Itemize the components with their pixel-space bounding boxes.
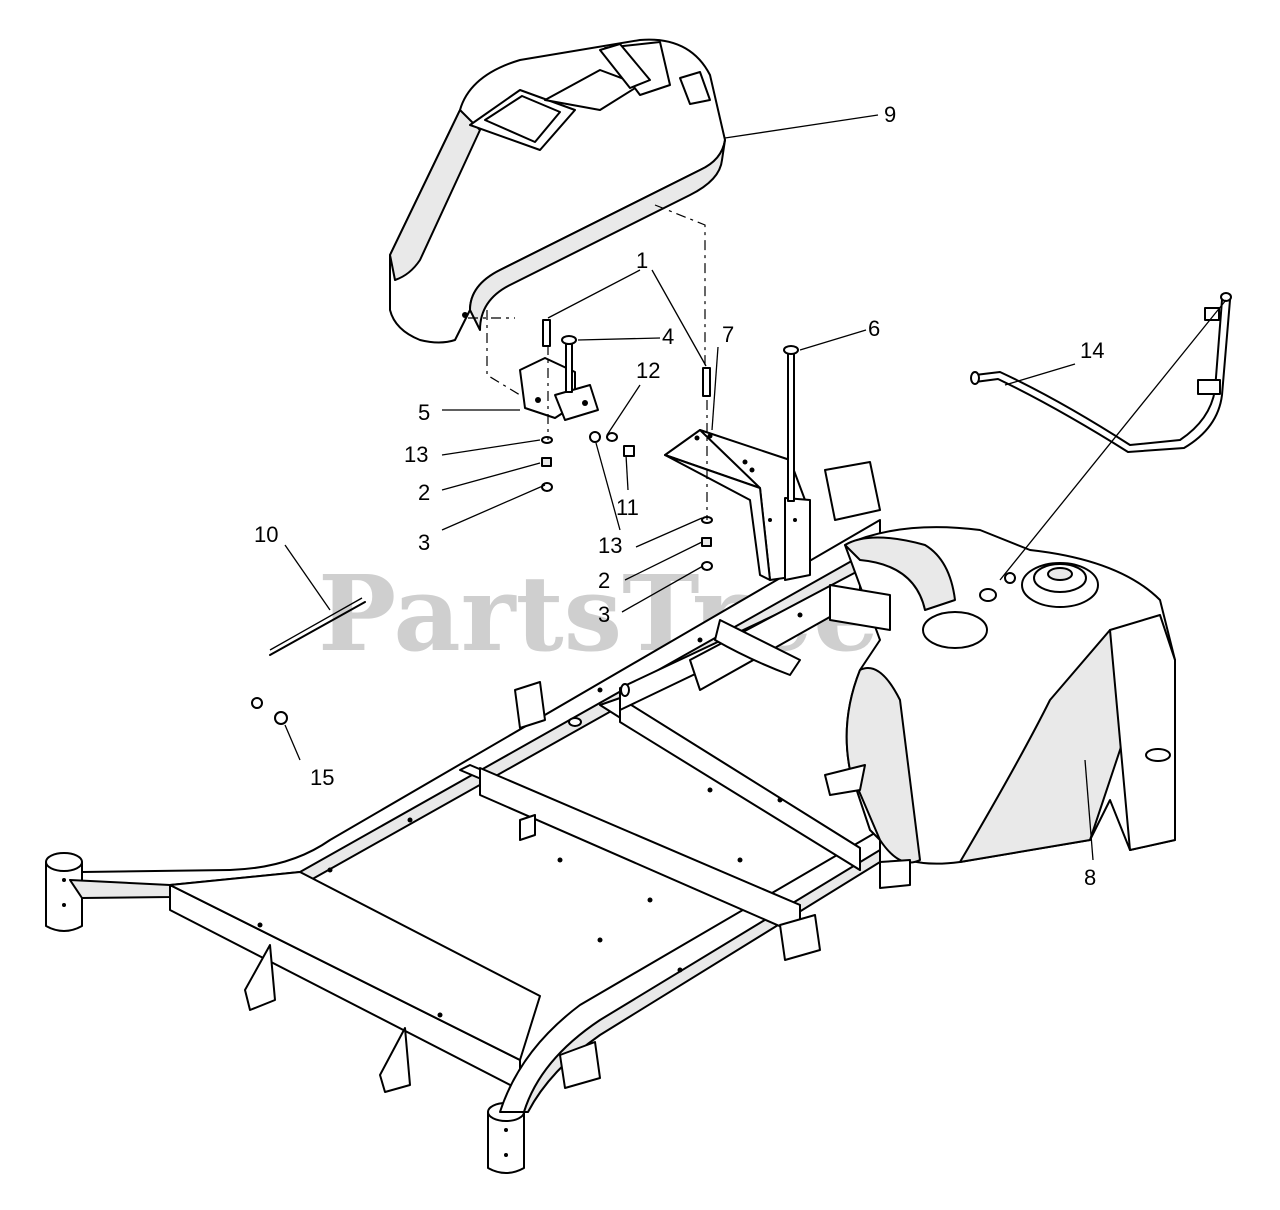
- callout-8: 8: [1084, 865, 1096, 890]
- callout-14: 14: [1080, 338, 1104, 363]
- hardware: [251, 319, 799, 725]
- callout-5: 5: [418, 400, 430, 425]
- alignment-lines: [468, 204, 708, 520]
- callout-2b: 2: [598, 568, 610, 593]
- console: [389, 38, 726, 344]
- callout-12: 12: [636, 358, 660, 383]
- callout-13a: 13: [404, 442, 428, 467]
- rear-support-bracket: [664, 429, 891, 676]
- frame: [45, 519, 881, 1174]
- callout-11: 11: [616, 495, 639, 520]
- callout-6: 6: [868, 316, 880, 341]
- callout-9: 9: [884, 102, 896, 127]
- callout-7: 7: [722, 322, 734, 347]
- callout-13b: 13: [598, 533, 622, 558]
- leader-lines: [284, 114, 1094, 861]
- fuel-line: [970, 292, 1232, 581]
- fuel-tank: [824, 526, 1176, 889]
- callout-3b: 3: [598, 602, 610, 627]
- callout-labels: 9 1 4 7 6 14 12 5 13 2 3 11 13 2 3 10 15…: [254, 102, 1104, 890]
- callout-10: 10: [254, 522, 278, 547]
- callout-15: 15: [310, 765, 334, 790]
- callout-3a: 3: [418, 530, 430, 555]
- callout-2a: 2: [418, 480, 430, 505]
- callout-1: 1: [636, 248, 648, 273]
- callout-4: 4: [662, 324, 674, 349]
